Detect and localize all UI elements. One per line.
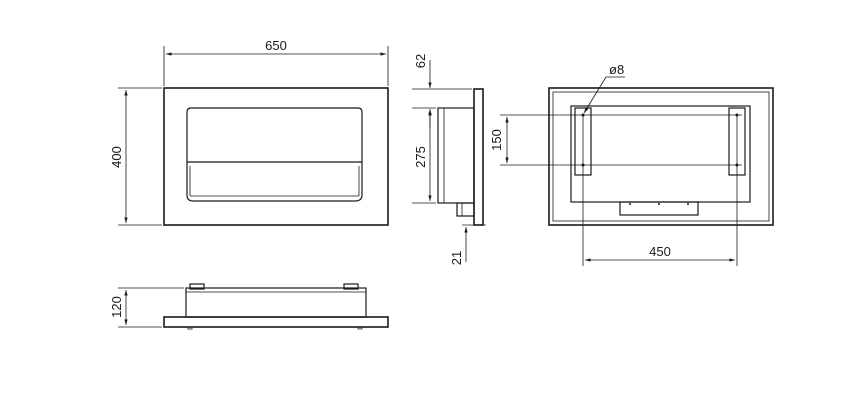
dim-label-450: 450 [649, 244, 671, 259]
dim-back-150: 150 [489, 114, 742, 166]
back-frame-outer [548, 87, 774, 226]
dim-front-width: 650 [163, 38, 389, 86]
back-bottom-box [619, 201, 699, 216]
side-frame [473, 88, 484, 226]
bottom-view [163, 283, 389, 330]
dim-back-450: 450 [582, 115, 738, 266]
bottom-frame [163, 316, 389, 328]
side-view [437, 88, 484, 226]
dim-bottom-120: 120 [109, 287, 184, 328]
front-view [163, 87, 389, 226]
dim-side-275: 275 [412, 110, 436, 204]
dim-label-275: 275 [413, 146, 428, 168]
dim-label-21: 21 [449, 251, 464, 265]
dim-label-d8: ø8 [609, 62, 624, 77]
dim-label-650: 650 [265, 38, 287, 53]
dim-label-120: 120 [109, 296, 124, 318]
bottom-tab-right [343, 283, 359, 290]
bottom-tab-left [189, 283, 205, 290]
dim-side-62: 62 [412, 54, 472, 128]
front-opening [186, 107, 363, 202]
side-bottom-tab [456, 202, 475, 217]
dim-label-150: 150 [489, 129, 504, 151]
back-body [570, 105, 751, 203]
bottom-body [185, 287, 367, 318]
back-view [548, 87, 774, 226]
front-frame [163, 87, 389, 226]
dim-hole-diameter: ø8 [583, 62, 625, 114]
dim-side-21: 21 [449, 224, 486, 265]
back-frame-inner [552, 91, 770, 222]
dim-front-height: 400 [109, 87, 162, 226]
dim-label-400: 400 [109, 146, 124, 168]
dim-label-62: 62 [413, 54, 428, 68]
side-body [437, 107, 475, 204]
